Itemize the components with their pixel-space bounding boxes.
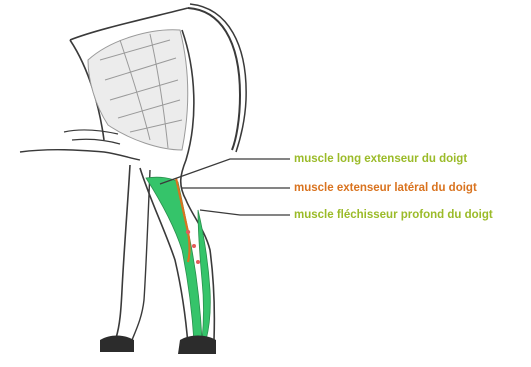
- tail-outline: [188, 8, 240, 150]
- label-long-extensor: muscle long extenseur du doigt: [294, 153, 467, 166]
- far-hoof: [100, 336, 134, 353]
- far-leg-outline: [116, 165, 130, 338]
- main-hoof: [178, 336, 216, 355]
- leader-line-deep-flexor: [200, 210, 290, 215]
- belly-line: [20, 150, 140, 160]
- muscle-long-extensor-shape: [146, 177, 202, 342]
- label-deep-flexor: muscle fléchisseur profond du doigt: [294, 209, 493, 222]
- leader-line-long-extensor: [160, 159, 290, 184]
- label-lateral-extensor: muscle extenseur latéral du doigt: [294, 182, 477, 195]
